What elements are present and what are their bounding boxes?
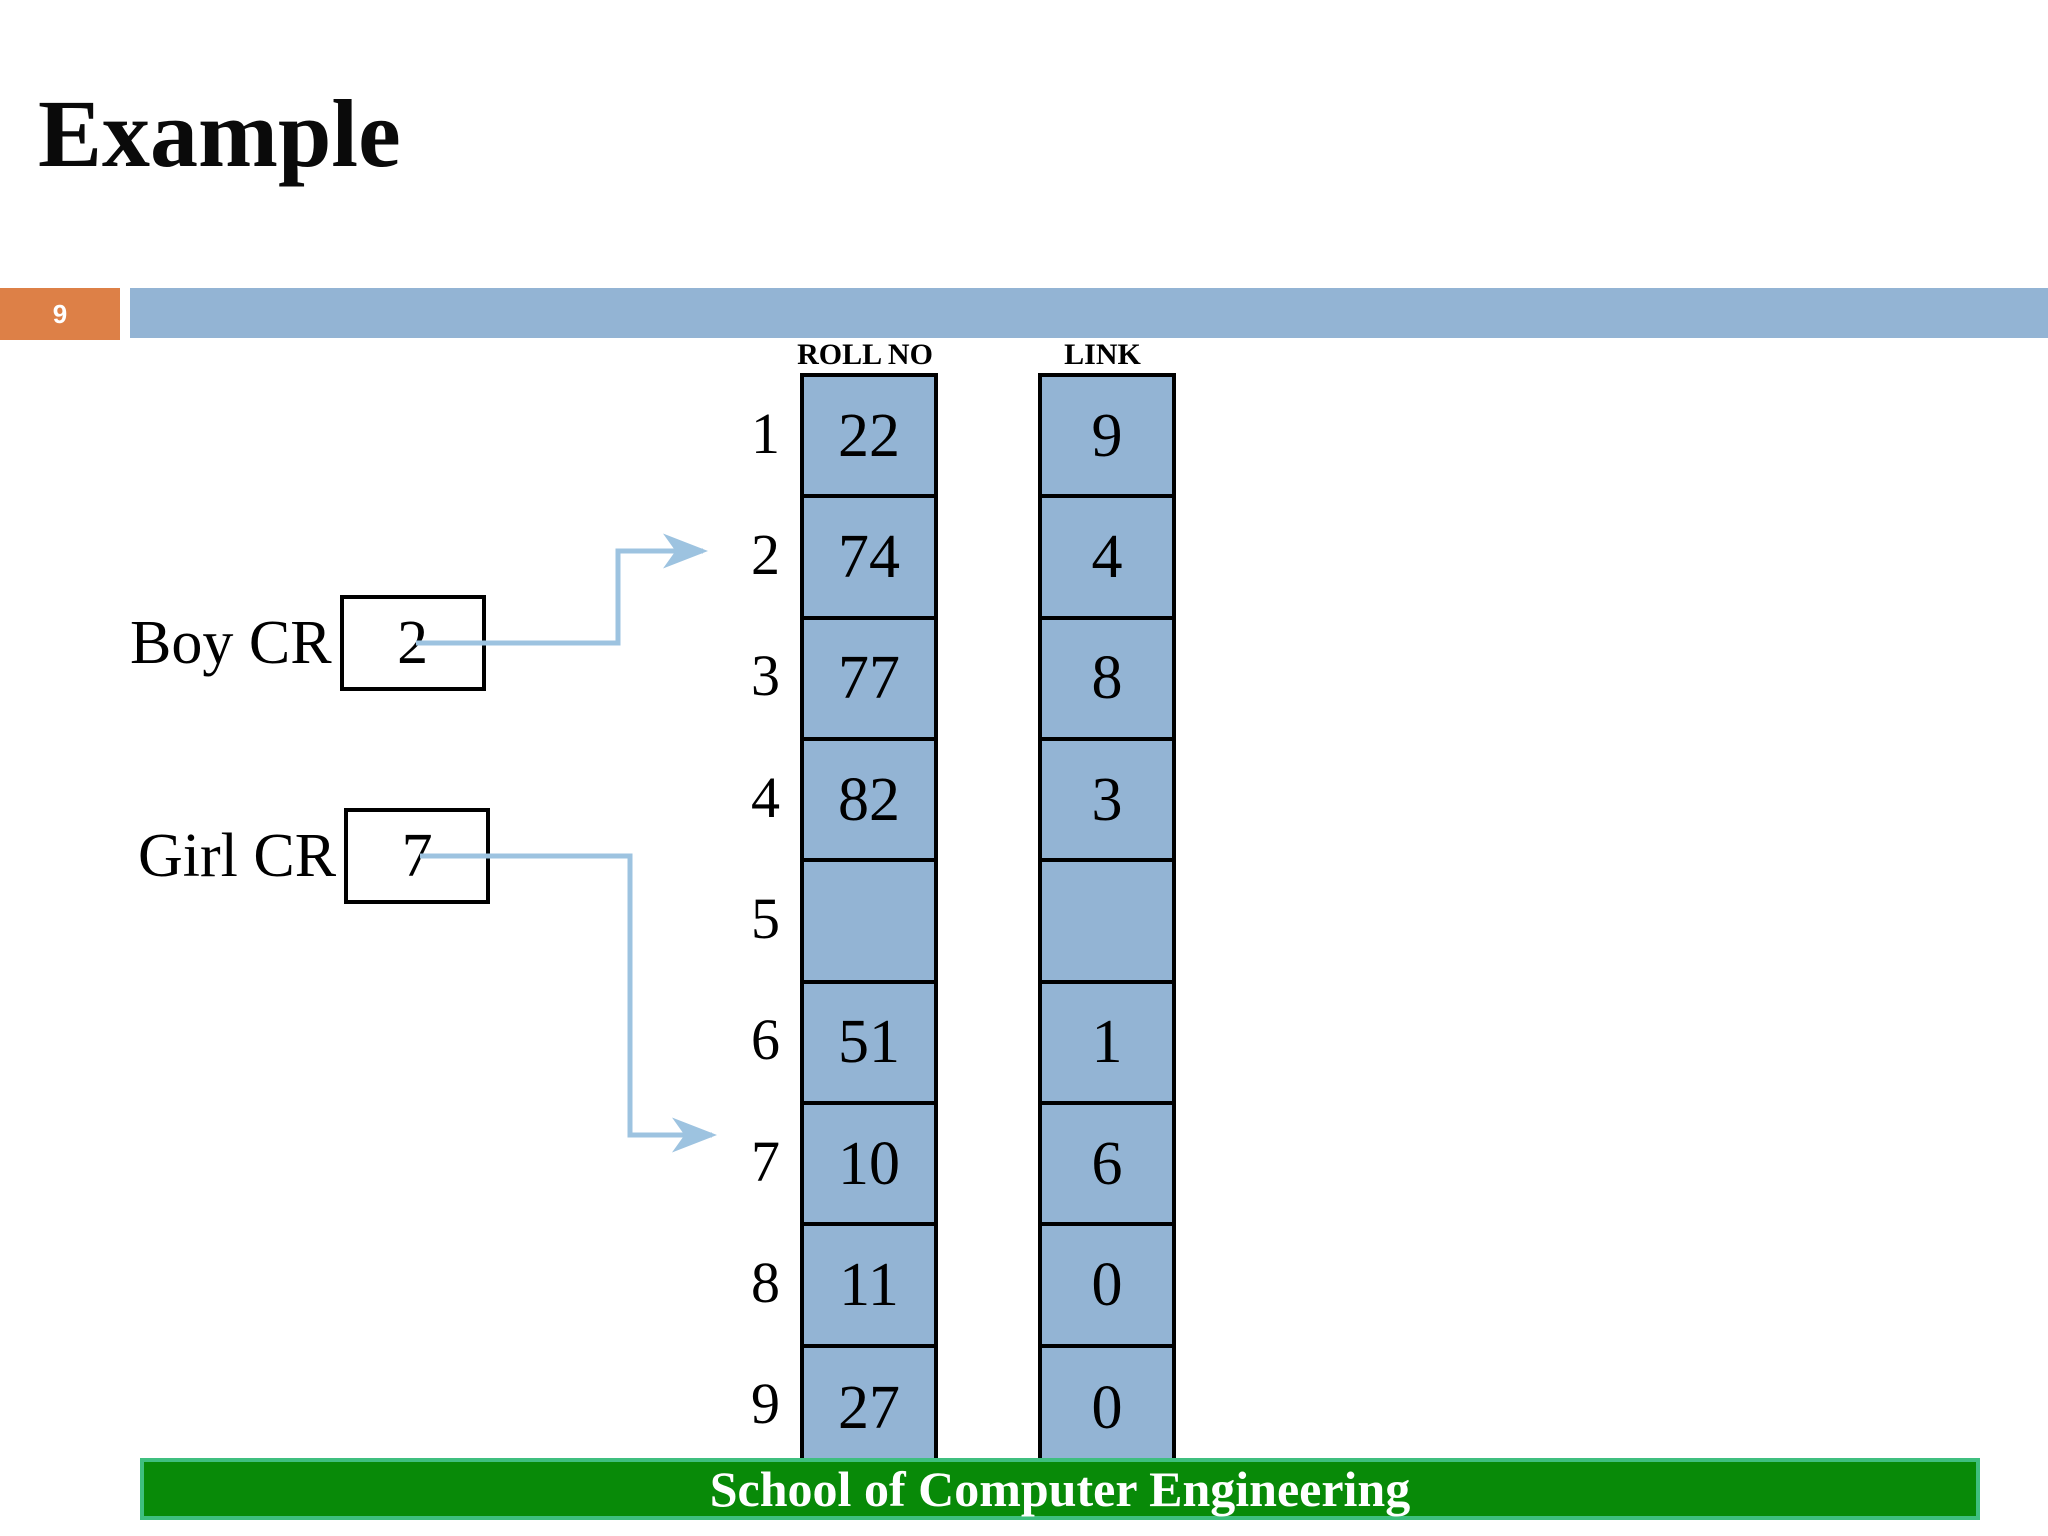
roll-no-cell: 22 bbox=[804, 377, 934, 499]
slide-number-text: 9 bbox=[52, 299, 68, 329]
row-index: 6 bbox=[751, 1007, 780, 1073]
row-index: 7 bbox=[751, 1128, 780, 1194]
roll-no-column: 22 74 77 82 51 10 11 27 bbox=[800, 373, 938, 1465]
link-cell: 4 bbox=[1042, 498, 1172, 620]
roll-no-cell: 77 bbox=[804, 620, 934, 741]
row-index: 5 bbox=[751, 885, 780, 951]
column-header-roll-no: ROLL NO bbox=[797, 338, 933, 371]
row-index: 2 bbox=[751, 521, 780, 587]
slide-number-badge: 9 bbox=[0, 288, 120, 340]
roll-no-cell: 27 bbox=[838, 1374, 900, 1443]
girl-cr-pointer: Girl CR 7 bbox=[138, 808, 491, 904]
page-title: Example bbox=[38, 80, 401, 187]
roll-no-cell bbox=[804, 862, 934, 984]
roll-no-cell: 82 bbox=[804, 741, 934, 863]
roll-no-cell: 10 bbox=[804, 1105, 934, 1227]
row-index: 4 bbox=[751, 764, 780, 830]
link-cell: 1 bbox=[1042, 984, 1172, 1105]
header-accent-bar bbox=[130, 288, 2048, 338]
link-cell: 3 bbox=[1042, 741, 1172, 863]
link-cell: 0 bbox=[1091, 1374, 1123, 1443]
footer-text: School of Computer Engineering bbox=[709, 1461, 1411, 1517]
link-cell: 0 bbox=[1042, 1226, 1172, 1348]
link-cell: 9 bbox=[1042, 377, 1172, 499]
row-index-column: 1 2 3 4 5 6 7 8 9 bbox=[700, 373, 790, 1465]
footer-banner: School of Computer Engineering bbox=[140, 1458, 1980, 1520]
link-cell: 8 bbox=[1042, 620, 1172, 741]
boy-cr-pointer: Boy CR 2 bbox=[130, 595, 486, 691]
row-index: 1 bbox=[751, 400, 780, 466]
link-cell bbox=[1042, 862, 1172, 984]
column-header-link: LINK bbox=[1064, 338, 1141, 371]
row-index: 8 bbox=[751, 1249, 780, 1315]
girl-cr-value-box: 7 bbox=[344, 808, 491, 904]
link-cell: 6 bbox=[1042, 1105, 1172, 1227]
row-index: 3 bbox=[751, 643, 780, 709]
boy-cr-label: Boy CR bbox=[130, 609, 332, 677]
roll-no-cell: 11 bbox=[804, 1226, 934, 1348]
link-column: 9 4 8 3 1 6 0 0 bbox=[1038, 373, 1176, 1465]
girl-cr-label: Girl CR bbox=[138, 822, 337, 890]
roll-no-cell: 74 bbox=[804, 498, 934, 620]
boy-cr-value-box: 2 bbox=[339, 595, 486, 691]
roll-no-cell: 51 bbox=[804, 984, 934, 1105]
row-index: 9 bbox=[751, 1371, 780, 1437]
